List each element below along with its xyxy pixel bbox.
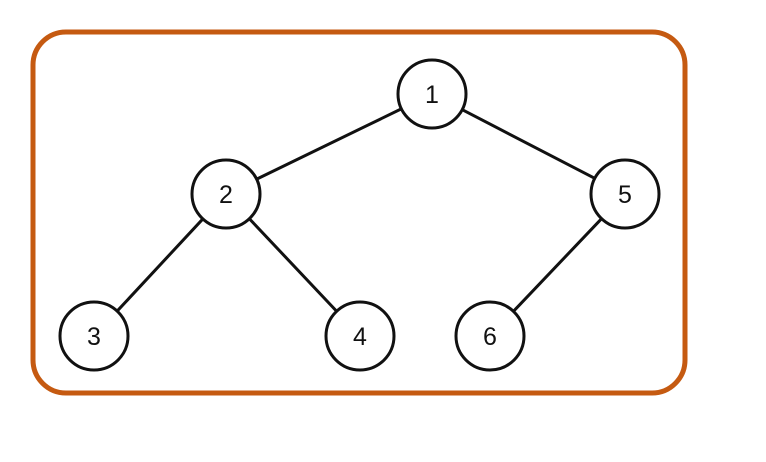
node-3-circle[interactable] <box>58 300 130 372</box>
node-6[interactable]: 6 <box>454 300 526 372</box>
node-5-label: 5 <box>618 181 632 209</box>
edge-1-5 <box>459 107 598 181</box>
node-6-label: 6 <box>483 323 497 351</box>
edge-2-4 <box>247 216 339 314</box>
node-3-label: 3 <box>87 323 101 351</box>
edge-2-3 <box>114 216 206 314</box>
node-4-circle[interactable] <box>324 300 396 372</box>
edges-layer <box>114 106 604 314</box>
node-6-circle[interactable] <box>454 300 526 372</box>
node-5-circle[interactable] <box>589 158 661 230</box>
node-5[interactable]: 5 <box>589 158 661 230</box>
node-3[interactable]: 3 <box>58 300 130 372</box>
edge-1-2 <box>254 106 404 182</box>
group-boundary-rect <box>30 29 688 396</box>
node-1-label: 1 <box>425 81 439 109</box>
edge-5-6 <box>511 216 604 314</box>
nodes-layer: 1 2 5 3 4 6 <box>58 58 661 372</box>
node-1[interactable]: 1 <box>396 58 468 130</box>
node-1-circle[interactable] <box>396 58 468 130</box>
node-4-label: 4 <box>353 323 367 351</box>
node-2[interactable]: 2 <box>190 158 262 230</box>
node-2-label: 2 <box>219 181 233 209</box>
node-2-circle[interactable] <box>190 158 262 230</box>
node-4[interactable]: 4 <box>324 300 396 372</box>
